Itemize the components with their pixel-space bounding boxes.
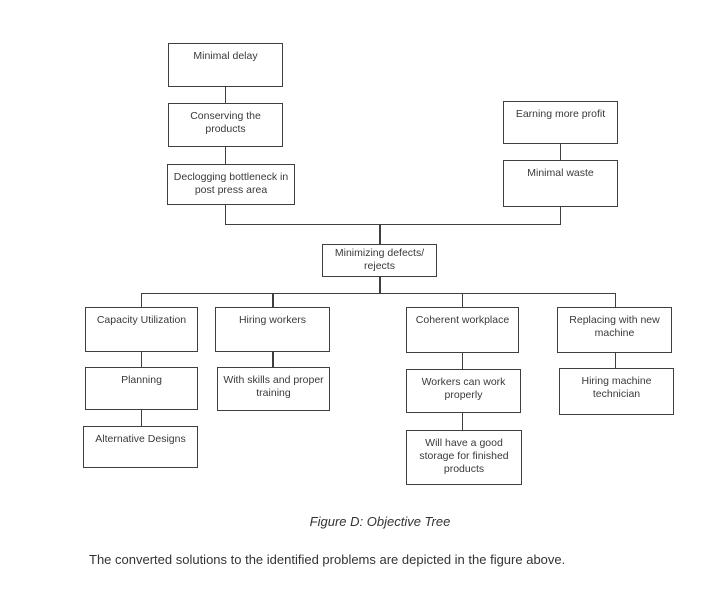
node-label: Planning bbox=[121, 374, 162, 386]
node-storage-for-finished-products: Will have a good storage for finished pr… bbox=[406, 430, 522, 485]
node-with-skills-and-proper-training: With skills and proper training bbox=[217, 367, 330, 411]
node-capacity-utilization: Capacity Utilization bbox=[85, 307, 198, 352]
connector-line bbox=[224, 87, 226, 104]
connector-line bbox=[140, 351, 142, 367]
node-label: Minimizing defects/ rejects bbox=[334, 247, 425, 272]
connector-line bbox=[461, 412, 463, 430]
connector-line bbox=[559, 143, 561, 161]
body-paragraph: The converted solutions to the identifie… bbox=[89, 552, 566, 567]
connector-line bbox=[379, 276, 381, 294]
node-label: Hiring workers bbox=[238, 314, 307, 326]
node-planning: Planning bbox=[85, 367, 198, 410]
connector-line bbox=[559, 206, 561, 225]
node-label: Minimal waste bbox=[527, 167, 594, 179]
node-conserving-the-products: Conserving the products bbox=[168, 103, 283, 147]
connector-line bbox=[224, 204, 226, 225]
connector-line bbox=[614, 352, 616, 368]
connector-line bbox=[614, 294, 616, 307]
node-earning-more-profit: Earning more profit bbox=[503, 101, 618, 144]
connector-line bbox=[140, 294, 142, 307]
node-workers-can-work-properly: Workers can work properly bbox=[406, 369, 521, 413]
node-coherent-workplace: Coherent workplace bbox=[406, 307, 519, 353]
node-label: With skills and proper training bbox=[223, 374, 324, 399]
node-label: Minimal delay bbox=[193, 50, 258, 62]
connector-line bbox=[140, 292, 616, 294]
connector-line bbox=[272, 294, 274, 307]
connector-line bbox=[461, 294, 463, 307]
node-label: Replacing with new machine bbox=[569, 314, 660, 339]
node-label: Coherent workplace bbox=[415, 314, 510, 326]
connector-line bbox=[272, 351, 274, 367]
node-label: Declogging bottleneck in post press area bbox=[173, 171, 289, 196]
figure-caption: Figure D: Objective Tree bbox=[309, 514, 451, 529]
connector-line bbox=[461, 352, 463, 369]
node-hiring-machine-technician: Hiring machine technician bbox=[559, 368, 674, 415]
node-declogging-bottleneck: Declogging bottleneck in post press area bbox=[167, 164, 295, 205]
node-minimal-waste: Minimal waste bbox=[503, 160, 618, 207]
node-label: Alternative Designs bbox=[95, 433, 186, 445]
node-label: Workers can work properly bbox=[421, 376, 506, 401]
node-label: Conserving the products bbox=[190, 110, 261, 135]
node-minimizing-defects-rejects: Minimizing defects/ rejects bbox=[322, 244, 437, 277]
node-label: Earning more profit bbox=[515, 108, 606, 120]
node-minimal-delay: Minimal delay bbox=[168, 43, 283, 87]
connector-line bbox=[379, 225, 381, 244]
connector-line bbox=[224, 146, 226, 165]
node-replacing-with-new-machine: Replacing with new machine bbox=[557, 307, 672, 353]
connector-line bbox=[224, 223, 561, 225]
connector-line bbox=[140, 409, 142, 426]
node-label: Hiring machine technician bbox=[581, 375, 652, 400]
node-alternative-designs: Alternative Designs bbox=[83, 426, 198, 468]
node-hiring-workers: Hiring workers bbox=[215, 307, 330, 352]
node-label: Capacity Utilization bbox=[96, 314, 187, 326]
node-label: Will have a good storage for finished pr… bbox=[419, 437, 509, 475]
